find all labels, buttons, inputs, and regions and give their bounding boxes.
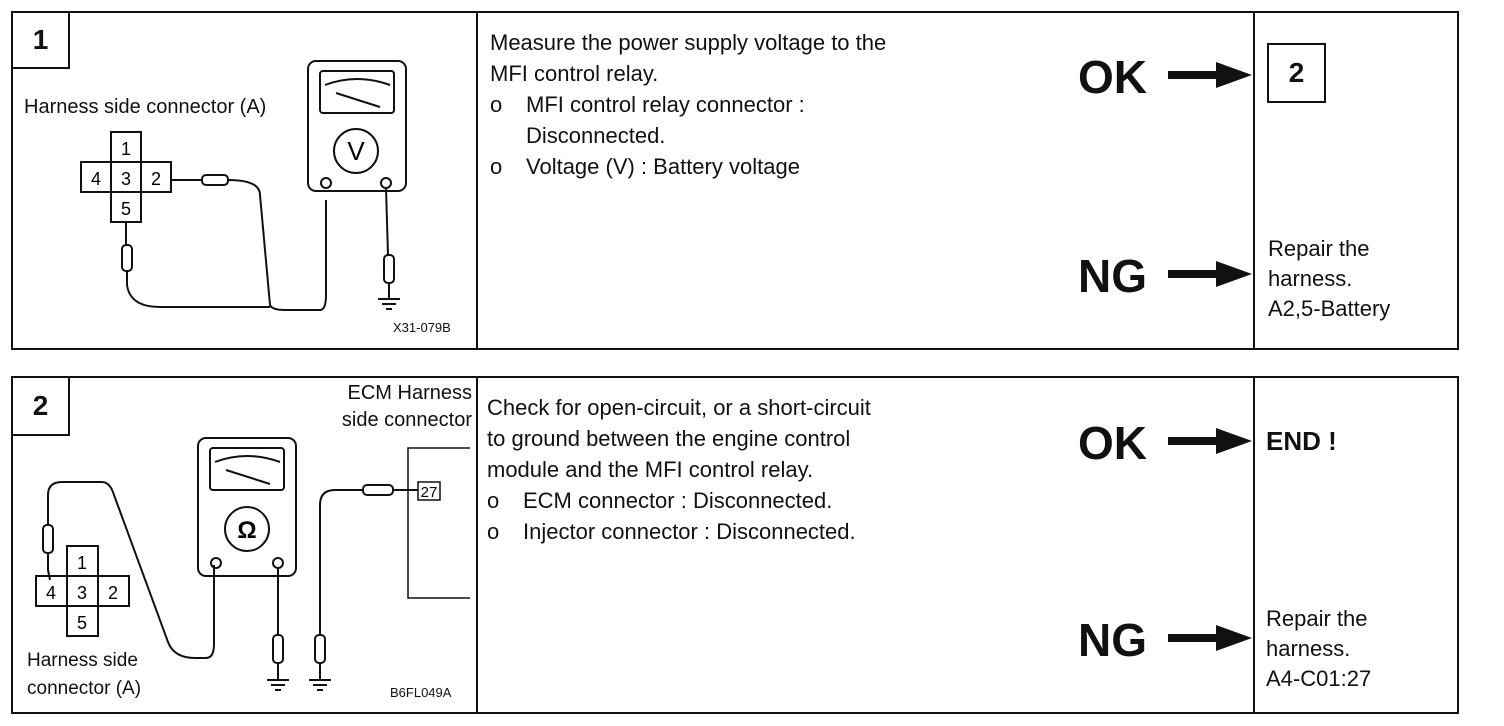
step-1-probe-pin2 xyxy=(171,174,327,311)
step-1-ng-result: Repair the harness. A2,5-Battery xyxy=(1268,234,1390,324)
step-1-divider-result xyxy=(1253,11,1255,350)
step-1-probe-pin5 xyxy=(121,222,270,308)
step-1-connector-label: Harness side connector (A) xyxy=(24,96,267,118)
step-2-figure-code: B6FL049A xyxy=(390,685,452,700)
step-1-instructions: Measure the power supply voltage to the … xyxy=(490,27,886,182)
step-2-divider-figure xyxy=(476,376,478,714)
step-2-probe-pin4 xyxy=(42,481,215,659)
bullet-marker: o xyxy=(487,519,500,544)
pin-1: 1 xyxy=(77,553,87,573)
step-2-ok-arrow xyxy=(1168,428,1252,454)
meter-symbol: Ω xyxy=(237,517,256,544)
step-2-ok-result: END ! xyxy=(1266,426,1337,456)
result-line: harness. xyxy=(1266,636,1351,661)
pin-4: 4 xyxy=(46,583,56,603)
step-2-instructions: Check for open-circuit, or a short-circu… xyxy=(487,392,871,547)
pin-3: 3 xyxy=(77,583,87,603)
step-2-ng-arrow xyxy=(1168,625,1252,651)
pin-4: 4 xyxy=(91,169,101,189)
bullet-marker: o xyxy=(487,488,500,513)
step-1-number: 1 xyxy=(11,11,70,69)
result-line: A4-C01:27 xyxy=(1266,666,1372,691)
ecm-label-line: ECM Harness xyxy=(347,382,472,404)
connector-label-line: Harness side xyxy=(27,650,138,671)
instruction-line: to ground between the engine control xyxy=(487,426,851,451)
result-line: A2,5-Battery xyxy=(1268,296,1391,321)
step-2-panel xyxy=(11,376,1459,714)
result-line: Repair the xyxy=(1268,236,1370,261)
step-2-connector xyxy=(35,545,130,637)
step-1-ground-probe xyxy=(378,187,400,310)
instruction-bullet: o Voltage (V) : Battery voltage xyxy=(490,151,886,182)
ecm-pin-27: 27 xyxy=(421,484,438,501)
bullet-line: ECM connector : Disconnected. xyxy=(523,488,833,513)
connector-label-line: connector (A) xyxy=(27,678,142,699)
step-2-divider-result xyxy=(1253,376,1255,714)
step-2-ok-label: OK xyxy=(1078,417,1147,469)
pin-5: 5 xyxy=(77,613,87,633)
instruction-bullet: o MFI control relay connector : Disconne… xyxy=(490,89,886,151)
pin-5: 5 xyxy=(121,199,131,219)
pin-1: 1 xyxy=(121,139,131,159)
bullet-line: Disconnected. xyxy=(526,123,666,148)
step-1-ng-label: NG xyxy=(1078,250,1147,302)
step-2-probe-ecm xyxy=(309,484,418,691)
step-1-ok-result: 2 xyxy=(1267,43,1326,103)
result-line: harness. xyxy=(1268,266,1353,291)
step-2-connector-label: Harness side connector (A) xyxy=(27,647,141,703)
step-1-ng-arrow xyxy=(1168,261,1252,287)
step-1-diagram: 1 4 3 2 5 V xyxy=(80,60,407,311)
bullet-marker: o xyxy=(490,92,503,117)
instruction-line: module and the MFI control relay. xyxy=(487,457,814,482)
instruction-line: Check for open-circuit, or a short-circu… xyxy=(487,395,871,420)
step-1-ok-arrow xyxy=(1168,62,1252,88)
step-2-meter xyxy=(197,437,297,577)
ecm-label-line: side connector xyxy=(341,409,472,431)
step-2-ecm-connector xyxy=(407,447,470,599)
bullet-line: MFI control relay connector : xyxy=(526,92,805,117)
step-1-ok-label: OK xyxy=(1078,51,1147,103)
step-2-diagram: 1 4 3 2 5 Ω 2 xyxy=(35,437,470,691)
instruction-bullet: o Injector connector : Disconnected. xyxy=(487,516,871,547)
step-1-figure-code: X31-079B xyxy=(393,320,451,335)
step-1-meter xyxy=(307,60,407,192)
meter-symbol: V xyxy=(347,136,365,166)
instruction-line: Measure the power supply voltage to the xyxy=(490,30,887,55)
step-2-ecm-label: ECM Harness side connector xyxy=(326,380,472,434)
result-line: Repair the xyxy=(1266,606,1368,631)
bullet-line: Voltage (V) : Battery voltage xyxy=(526,154,800,179)
pin-2: 2 xyxy=(151,169,161,189)
step-2-ng-label: NG xyxy=(1078,614,1147,666)
pin-3: 3 xyxy=(121,169,131,189)
pin-2: 2 xyxy=(108,583,118,603)
bullet-marker: o xyxy=(490,154,503,179)
step-1-divider-figure xyxy=(476,11,478,350)
step-2-number: 2 xyxy=(11,376,70,436)
step-2-ground-probe-left xyxy=(267,568,289,691)
instruction-line: MFI control relay. xyxy=(490,61,659,86)
step-2-ng-result: Repair the harness. A4-C01:27 xyxy=(1266,604,1371,694)
step-1-panel xyxy=(11,11,1459,350)
bullet-line: Injector connector : Disconnected. xyxy=(523,519,856,544)
instruction-bullet: o ECM connector : Disconnected. xyxy=(487,485,871,516)
